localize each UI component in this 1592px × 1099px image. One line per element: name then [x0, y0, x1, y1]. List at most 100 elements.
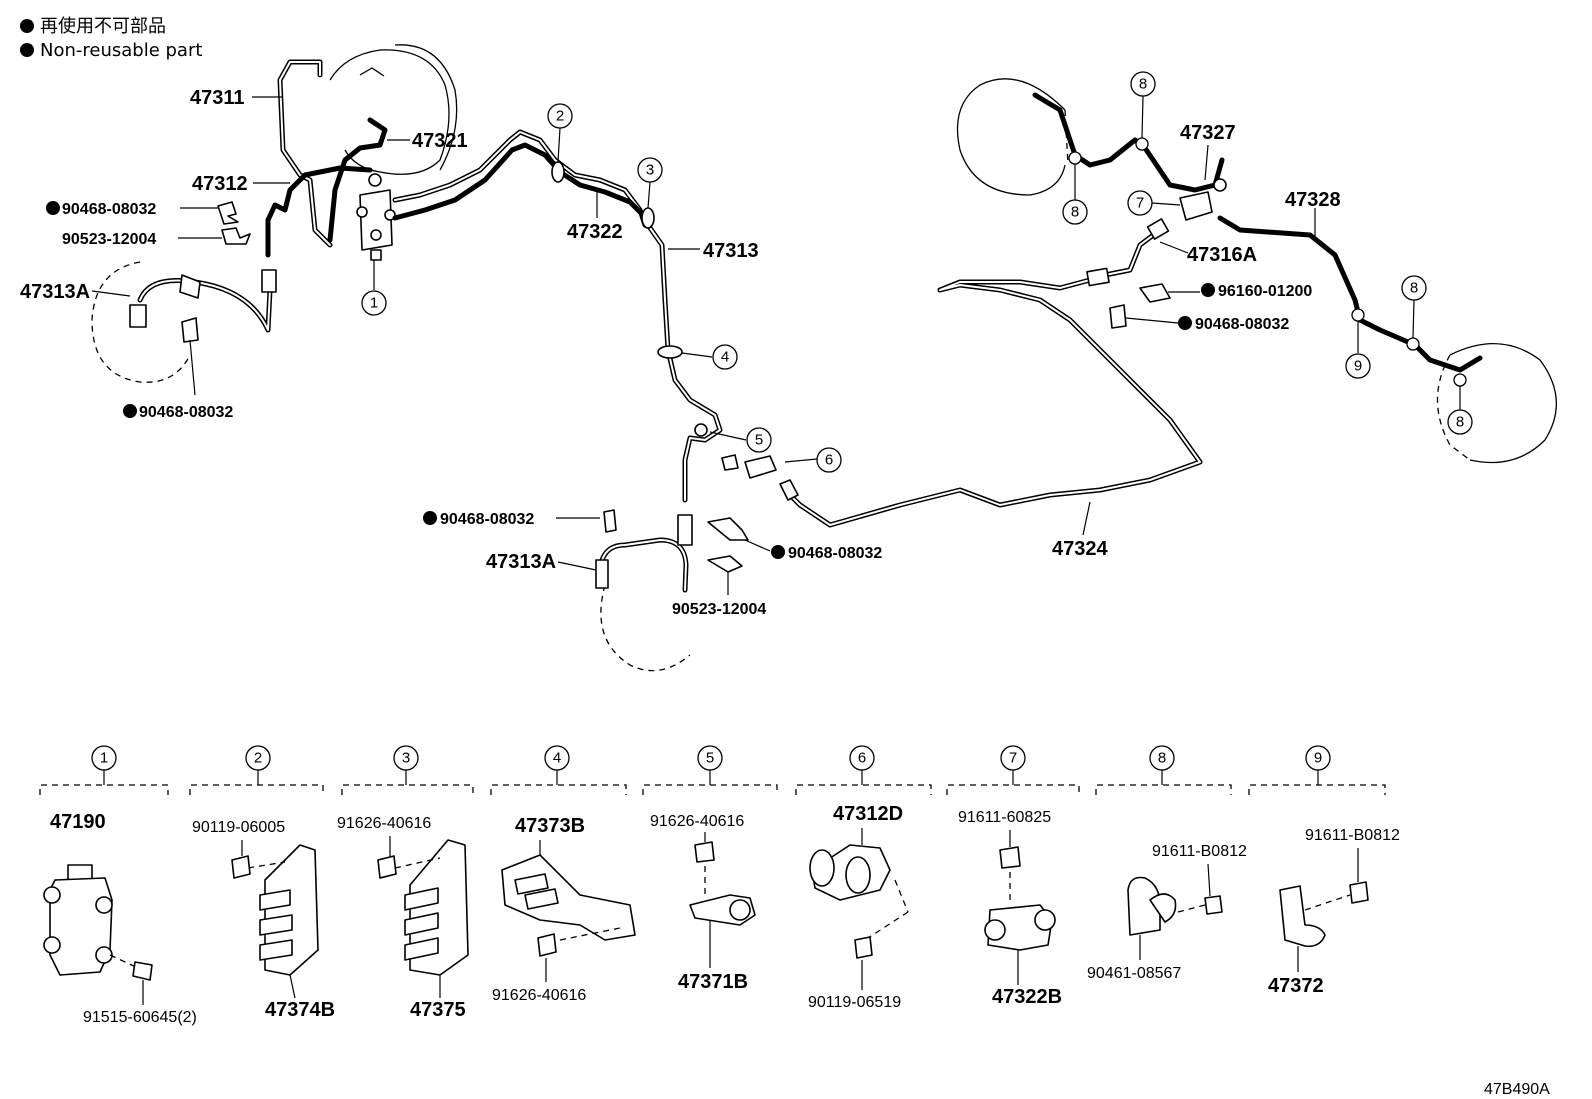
clamp-2 [551, 161, 565, 183]
part-47374B: 47374B [265, 999, 335, 1021]
part-47312D: 47312D [833, 803, 903, 825]
clamp-4 [657, 345, 683, 359]
non-reusable-dot-icon [1201, 283, 1215, 297]
pipe-47322 [392, 129, 651, 228]
label-90468-08032-d: 90468-08032 [788, 545, 882, 562]
detail-num-2: 2 [254, 750, 262, 767]
non-reusable-dot-icon [20, 43, 34, 57]
clip-icon [1109, 304, 1127, 329]
part-47371B: 47371B [678, 971, 748, 993]
label-47328: 47328 [1285, 189, 1341, 211]
pipe-47311 [277, 59, 333, 248]
pipe-47324 [782, 277, 1203, 528]
flex-hose-left [91, 261, 277, 383]
label-47321: 47321 [412, 130, 468, 152]
legend-jp: 再使用不可部品 [40, 16, 166, 37]
detail-4-bracket [501, 854, 636, 957]
detail-num-8: 8 [1158, 750, 1166, 767]
detail-1-valve [43, 864, 153, 981]
part-47373B: 47373B [515, 815, 585, 837]
detail-2-clamp [231, 844, 319, 976]
detail-9-clamp [1279, 881, 1369, 948]
callout-8: 8 [1139, 76, 1147, 93]
part-91626-40616-a: 91626-40616 [337, 815, 431, 832]
junction-point [1068, 151, 1082, 165]
label-47316A: 47316A [1187, 244, 1257, 266]
label-90468-08032-e: 90468-08032 [1195, 316, 1289, 333]
booster-drum [329, 44, 458, 175]
non-reusable-dot-icon [771, 545, 785, 559]
flex-hose-bottom [595, 514, 693, 672]
label-47322: 47322 [567, 221, 623, 243]
clip-icon [221, 227, 251, 245]
detail-5-clip [689, 841, 756, 926]
callout-3: 3 [646, 162, 654, 179]
callout-circles: 1 2 3 4 5 6 7 8 8 8 9 8 [361, 71, 1473, 473]
part-90119-06005: 90119-06005 [192, 819, 285, 836]
part-91626-40616-b: 91626-40616 [492, 987, 586, 1004]
pipe-47313 [645, 222, 723, 503]
part-91611-B0812-b: 91611-B0812 [1305, 827, 1400, 844]
detail-6-clip [809, 844, 909, 959]
label-90523-12004-b: 90523-12004 [672, 601, 766, 618]
part-90119-06519: 90119-06519 [808, 994, 901, 1011]
rear-drum-right [1436, 342, 1557, 464]
detail-num-9: 9 [1314, 750, 1322, 767]
detail-3-clamp [377, 839, 469, 976]
junction-point [1453, 373, 1467, 387]
clip-icon [707, 555, 743, 573]
junction-point [1351, 308, 1365, 322]
legend-en: Non-reusable part [40, 40, 202, 61]
label-47324: 47324 [1052, 538, 1108, 560]
part-47375: 47375 [410, 999, 466, 1021]
callout-4: 4 [721, 349, 729, 366]
hose-47316A [1086, 218, 1170, 287]
joint-5-6 [694, 423, 799, 501]
clip-icon [707, 517, 749, 541]
legend: 再使用不可部品 Non-reusable part [20, 16, 202, 61]
callout-9: 9 [1354, 358, 1362, 375]
label-47327: 47327 [1180, 122, 1236, 144]
callout-7: 7 [1136, 195, 1144, 212]
label-47313A-bottom: 47313A [486, 551, 556, 573]
label-90468-08032-b: 90468-08032 [139, 404, 233, 421]
part-47190: 47190 [50, 811, 106, 833]
callout-1: 1 [370, 295, 378, 312]
clip-icon [1139, 283, 1171, 303]
part-91611-60825: 91611-60825 [958, 809, 1051, 826]
callout-2: 2 [556, 108, 564, 125]
label-96160-01200: 96160-01200 [1218, 283, 1312, 300]
detail-callouts: 1 2 3 4 5 6 7 8 9 [91, 745, 1331, 771]
junction-point [1135, 137, 1149, 151]
part-47372: 47372 [1268, 975, 1324, 997]
junction-point [1406, 337, 1420, 351]
detail-num-4: 4 [553, 750, 561, 767]
label-90468-08032-c: 90468-08032 [440, 511, 534, 528]
label-47311: 47311 [190, 87, 245, 109]
pipe-47327 [1032, 92, 1225, 193]
part-91626-40616-c: 91626-40616 [650, 813, 744, 830]
label-90468-08032-a: 90468-08032 [62, 201, 156, 218]
part-91611-B0812-a: 91611-B0812 [1152, 843, 1247, 860]
callout-5: 5 [755, 432, 763, 449]
pipe-47321 [327, 117, 388, 243]
clip-icon [181, 317, 199, 343]
non-reusable-dot-icon [1178, 316, 1192, 330]
detail-7-joint [984, 846, 1056, 951]
clamp-3 [641, 207, 655, 229]
part-91515-60645: 91515-60645(2) [83, 1009, 197, 1026]
part-47322B: 47322B [992, 986, 1062, 1008]
part-90461-08567: 90461-08567 [1087, 965, 1181, 982]
proportioning-valve [356, 173, 396, 261]
callout-6: 6 [825, 452, 833, 469]
detail-num-6: 6 [858, 750, 866, 767]
detail-num-5: 5 [706, 750, 714, 767]
clip-icon [603, 509, 617, 533]
label-47313: 47313 [703, 240, 759, 262]
three-way-joint [1179, 178, 1227, 221]
reference-code: 47B490A [1484, 1081, 1550, 1098]
callout-8: 8 [1071, 204, 1079, 221]
non-reusable-dot-icon [46, 201, 60, 215]
callout-8: 8 [1410, 280, 1418, 297]
pipe-47312 [265, 165, 373, 258]
